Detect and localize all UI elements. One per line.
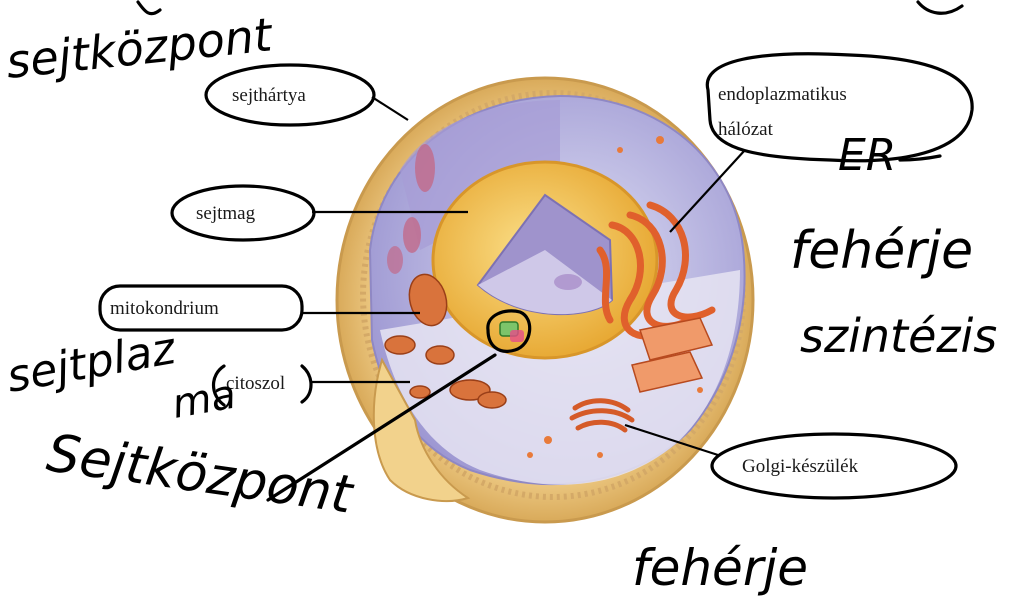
vacuole	[415, 144, 435, 192]
top-scribble-right	[918, 2, 962, 13]
label-bracket-right	[302, 366, 311, 402]
note-er: ER	[838, 130, 896, 181]
label-text: sejthártya	[232, 85, 306, 106]
cell-illustration	[337, 78, 753, 522]
label-golgi: Golgi-készülék	[712, 434, 956, 498]
label-text: sejtmag	[196, 203, 256, 224]
label-text-line1: endoplazmatikus	[718, 84, 847, 105]
note-sejtplazma-2: ma	[169, 372, 240, 428]
note-feherje-right: fehérje	[790, 221, 973, 281]
label-text: Golgi-készülék	[742, 456, 859, 477]
note-szintezis: szintézis	[800, 309, 997, 363]
label-mitokondrium: mitokondrium	[100, 286, 302, 330]
nucleolus	[554, 274, 582, 290]
vacuole	[403, 217, 421, 253]
note-sejtkozpont-top: sejtközpont	[4, 7, 277, 89]
label-sejtmag: sejtmag	[172, 186, 314, 240]
mitochondrion	[410, 386, 430, 398]
mitochondrion	[385, 336, 415, 354]
label-sejthartya: sejthártya	[206, 65, 374, 125]
label-text-line2: hálózat	[718, 119, 774, 140]
label-text: mitokondrium	[110, 298, 219, 319]
note-feherje-bottom: fehérje	[632, 539, 808, 597]
label-text: citoszol	[226, 373, 285, 394]
leader-sejthartya	[372, 97, 408, 120]
mitochondrion	[426, 346, 454, 364]
note-sejtplazma-1: sejtplaz	[3, 323, 180, 403]
vacuole	[387, 246, 403, 274]
mitochondrion	[478, 392, 506, 408]
top-scribble-left	[138, 2, 160, 14]
